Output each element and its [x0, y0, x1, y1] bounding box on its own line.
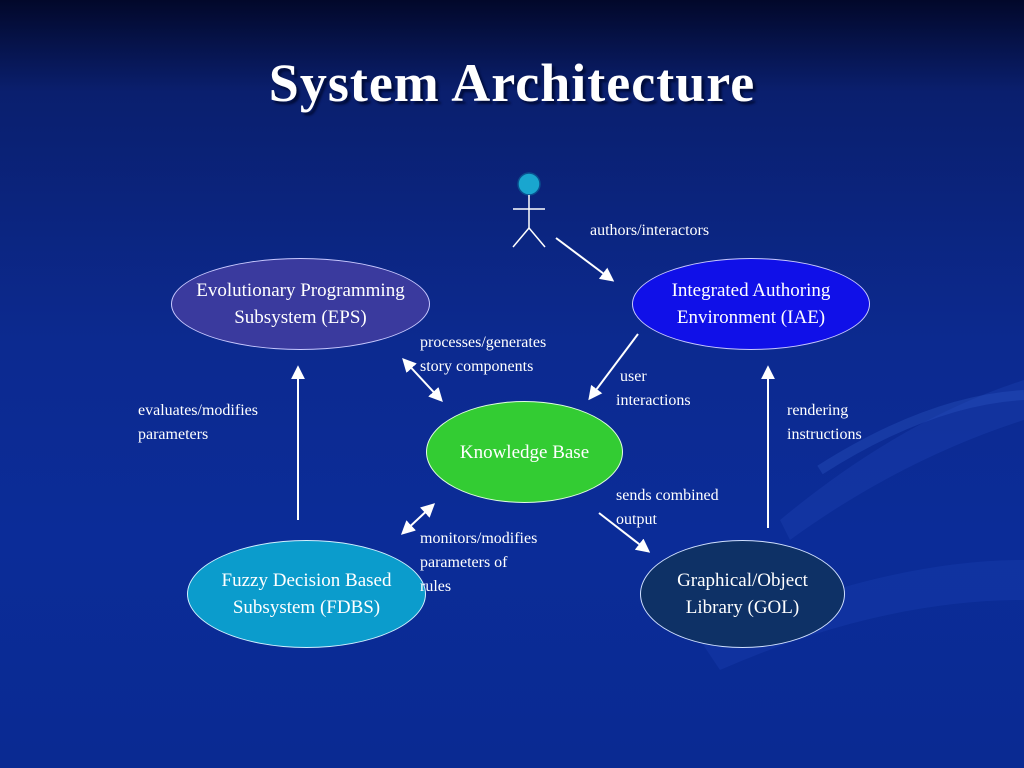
edge-label-evaluates-modifies: evaluates/modifies parameters — [138, 402, 258, 443]
node-gol-label: Graphical/Object Library (GOL) — [677, 570, 808, 618]
edge-label-sends-combined-output: sends combined output — [616, 487, 719, 528]
arrow-iae-to-kb — [588, 333, 639, 401]
actor-head — [517, 172, 541, 196]
arrow-kb-to-gol — [598, 512, 651, 553]
edge-label-monitors-modifies: monitors/modifies parameters of rules — [420, 530, 538, 595]
edge-label-rendering-instructions: rendering instructions — [787, 402, 862, 443]
arrow-kb-fdbs — [400, 503, 436, 535]
slide-title: System Architecture — [268, 53, 756, 113]
node-fdbs: Fuzzy Decision Based Subsystem (FDBS) — [187, 540, 426, 648]
edge-label-processes-generates: processes/generates story components — [420, 334, 547, 375]
node-gol: Graphical/Object Library (GOL) — [640, 540, 845, 648]
edge-label-user-interactions: user interactions — [616, 368, 691, 409]
actor-icon — [512, 172, 546, 248]
node-fdbs-label: Fuzzy Decision Based Subsystem (FDBS) — [221, 570, 392, 618]
node-iae-label: Integrated Authoring Environment (IAE) — [671, 280, 831, 328]
node-knowledge-base: Knowledge Base — [426, 401, 623, 503]
arrow-actor-to-iae — [555, 237, 615, 282]
node-knowledge-base-label: Knowledge Base — [459, 441, 590, 463]
node-iae: Integrated Authoring Environment (IAE) — [632, 258, 870, 350]
node-eps: Evolutionary Programming Subsystem (EPS) — [171, 258, 430, 350]
node-eps-label: Evolutionary Programming Subsystem (EPS) — [196, 280, 405, 328]
arrow-kb-eps — [402, 357, 443, 403]
edge-label-authors-interactors: authors/interactors — [590, 222, 710, 239]
